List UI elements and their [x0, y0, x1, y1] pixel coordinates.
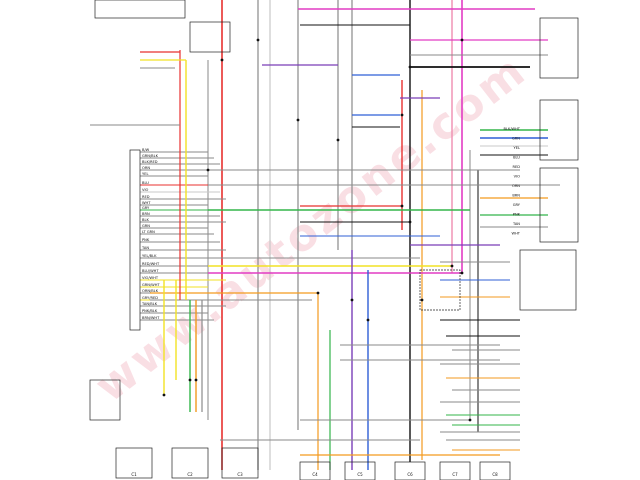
bottom-connector-label: C5	[357, 472, 363, 477]
right-pin-label: RED	[512, 165, 520, 169]
splice-block	[419, 269, 461, 311]
pin-label: RED/WHT	[142, 262, 160, 266]
connector-right-3	[539, 167, 579, 243]
pin-label: VIO/WHT	[142, 276, 159, 280]
connector-bottom-4	[299, 461, 331, 480]
pin-label: LT GRN	[142, 230, 155, 234]
connector-bottom-1	[115, 447, 153, 479]
wires	[90, 0, 560, 470]
connector-right-1	[539, 17, 579, 79]
splice-dot	[336, 138, 340, 142]
pin-label: GRN/BLK	[142, 154, 159, 158]
ground-point-box	[89, 379, 121, 421]
connector-bottom-2	[171, 447, 209, 479]
main-connector-left	[129, 149, 141, 331]
pin-label: BLU/WHT	[142, 269, 159, 273]
splice-dot	[400, 204, 404, 208]
right-pin-label: WHT	[512, 232, 521, 236]
bottom-connector-label: C8	[492, 472, 498, 477]
splice-dot	[194, 378, 198, 382]
component-boxes	[89, 0, 579, 480]
watermark: www.autozone.com	[86, 45, 537, 413]
splice-dot	[220, 58, 224, 62]
pin-label: BLK	[142, 218, 149, 222]
splice-dot	[460, 38, 464, 42]
pin-label: YEL	[142, 172, 148, 176]
right-pin-label: PNK	[513, 213, 521, 217]
pin-label: BLK/RED	[142, 160, 158, 164]
splice-dot	[468, 418, 472, 422]
pin-label: GRY/RED	[142, 296, 158, 300]
splice-dot	[296, 118, 300, 122]
pin-label: RED	[142, 195, 150, 199]
right-pin-label: GRN	[512, 137, 520, 141]
pin-label: ORN/BLK	[142, 289, 159, 293]
pin-label: B/W	[142, 148, 150, 152]
bottom-connector-label: C2	[187, 472, 193, 477]
pin-label: GRY	[142, 206, 150, 210]
connector-bottom-3	[221, 447, 259, 479]
splice-dot	[162, 393, 166, 397]
pin-label: VIO	[142, 188, 149, 192]
right-pin-label: VIO	[514, 175, 521, 179]
pin-label: GRN	[142, 224, 150, 228]
pin-label: PNK	[142, 238, 150, 242]
connector-right-2	[539, 99, 579, 161]
connector-bottom-5	[344, 461, 376, 480]
bottom-connector-label: C3	[237, 472, 243, 477]
right-pin-label: BLK/WHT	[504, 127, 521, 131]
splice-dot	[420, 298, 424, 302]
splice-dot	[188, 378, 192, 382]
pin-label: TAN/BLK	[141, 302, 158, 306]
connector-bottom-8	[479, 461, 511, 480]
bottom-connector-label: C1	[131, 472, 137, 477]
splice-dot	[450, 264, 454, 268]
pin-label: ORN	[142, 166, 150, 170]
splice-dot	[366, 318, 370, 322]
splice-dot	[400, 113, 404, 117]
bottom-connector-label: C4	[312, 472, 318, 477]
right-pin-label: GRY	[513, 203, 521, 207]
relay-box-top-left	[94, 0, 186, 19]
splice-dot	[408, 65, 412, 69]
pin-label: BLU	[142, 181, 149, 185]
splice-dot	[350, 298, 354, 302]
right-pin-label: TAN	[512, 222, 520, 226]
pin-label: GRN/WHT	[142, 283, 160, 287]
pin-label: TAN	[141, 246, 149, 250]
splice-dot	[408, 220, 412, 224]
pin-label: WHT	[142, 201, 151, 205]
pin-label: BRN	[142, 212, 150, 216]
right-pin-label: YEL	[514, 146, 520, 150]
pin-label: PNK/BLK	[142, 309, 158, 313]
pin-label: YEL/BLK	[142, 254, 157, 258]
right-pin-label: BLU	[513, 156, 520, 160]
splice-dot	[460, 271, 464, 275]
wire-labels: B/WGRN/BLKBLK/REDORNYELBLUVIOREDWHTGRYBR…	[131, 127, 520, 477]
switch-box-right	[519, 249, 577, 311]
right-pin-label: BRN	[512, 194, 520, 198]
splice-dot	[256, 38, 260, 42]
connector-bottom-6	[394, 461, 426, 480]
right-pin-label: ORN	[512, 184, 520, 188]
bottom-connector-label: C7	[452, 472, 458, 477]
bottom-connector-label: C6	[407, 472, 413, 477]
fuse-box	[189, 21, 231, 53]
splice-dot	[206, 168, 210, 172]
connector-bottom-7	[439, 461, 471, 480]
pin-label: BRN/WHT	[142, 316, 160, 320]
splice-dot	[316, 291, 320, 295]
